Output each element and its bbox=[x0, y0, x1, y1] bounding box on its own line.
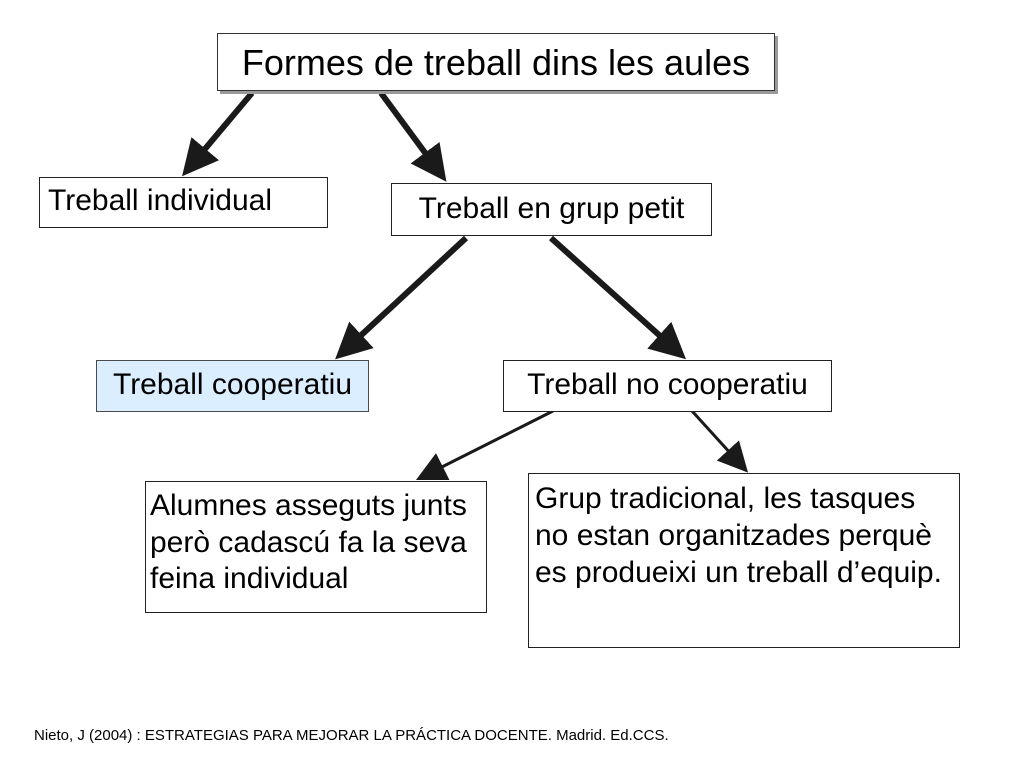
node-grup-petit-box bbox=[391, 183, 712, 236]
diagram-title: Formes de treball dins les aules bbox=[241, 42, 751, 83]
node-individual-label: Treball individual bbox=[48, 184, 273, 217]
node-individual-box bbox=[39, 177, 328, 228]
node-grup-tradicional-box bbox=[528, 473, 960, 648]
node-grup-tradicional-label: Grup tradicional, les tasques no estan o… bbox=[535, 482, 942, 590]
arrow-title-to-individual bbox=[182, 91, 255, 177]
node-no-cooperatiu-box bbox=[503, 360, 832, 412]
arrow-no-coop-to-grup-tradicional bbox=[690, 409, 749, 473]
node-alumnes-label: Alumnes asseguts junts però cadascú fa l… bbox=[150, 489, 467, 596]
arrow-no-coop-to-alumnes bbox=[415, 409, 554, 481]
node-alumnes-box bbox=[145, 481, 487, 613]
arrow-title-to-grup-petit bbox=[378, 91, 447, 182]
citation: Nieto, J (2004) : ESTRATEGIAS PARA MEJOR… bbox=[34, 727, 669, 744]
node-cooperatiu-label: Treball cooperatiu bbox=[112, 368, 353, 401]
arrow-grup-to-cooperatiu bbox=[335, 235, 469, 360]
title-box bbox=[217, 33, 775, 91]
node-grup-petit-label: Treball en grup petit bbox=[418, 192, 685, 225]
node-no-cooperatiu-label: Treball no cooperatiu bbox=[527, 368, 808, 401]
arrow-grup-to-no-cooperatiu bbox=[548, 235, 687, 360]
node-cooperatiu-box bbox=[96, 360, 369, 412]
